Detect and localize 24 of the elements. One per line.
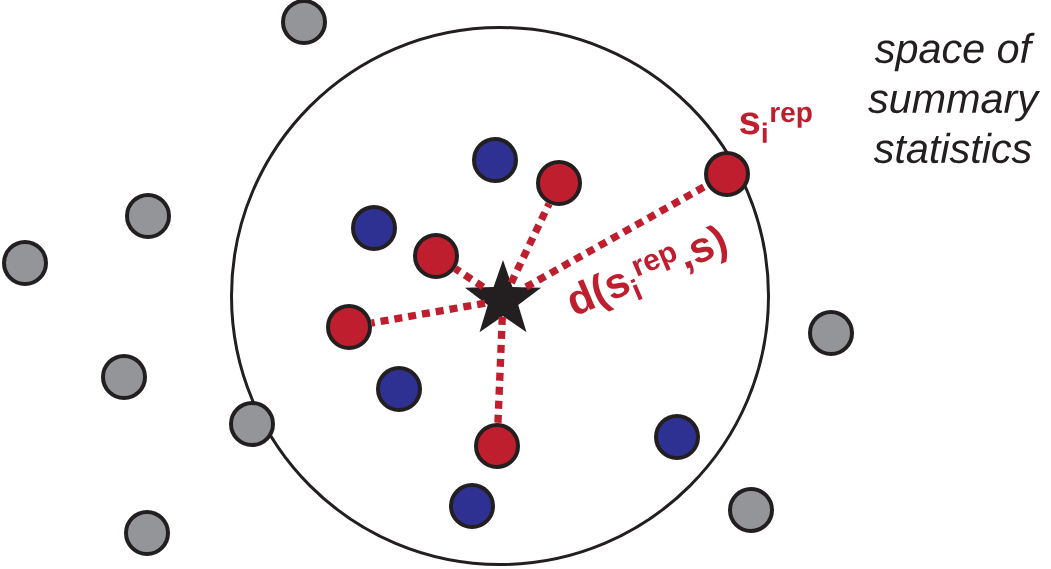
dot bbox=[413, 233, 459, 279]
dot bbox=[449, 483, 495, 529]
dot bbox=[808, 310, 854, 356]
dashed-line bbox=[453, 265, 486, 291]
dot bbox=[351, 205, 397, 251]
dot bbox=[125, 193, 171, 239]
edge-label: d(s$_{i}$$^{rep}$,s) bbox=[560, 220, 737, 328]
dashed-line bbox=[507, 202, 553, 285]
dot bbox=[728, 487, 774, 533]
dot bbox=[536, 160, 582, 206]
star bbox=[464, 260, 542, 333]
dot bbox=[474, 423, 520, 469]
dot bbox=[101, 354, 147, 400]
dot bbox=[654, 414, 700, 460]
dot bbox=[472, 137, 518, 183]
circle-outline bbox=[230, 26, 770, 566]
dot bbox=[376, 366, 422, 412]
dashed-line bbox=[494, 316, 506, 424]
dot bbox=[229, 401, 275, 447]
dot bbox=[326, 304, 372, 350]
label-text: space of summary statistics bbox=[868, 32, 1041, 164]
dot bbox=[124, 510, 170, 556]
dot-label: s$_{i}$rep bbox=[740, 106, 812, 143]
dot bbox=[2, 240, 48, 286]
